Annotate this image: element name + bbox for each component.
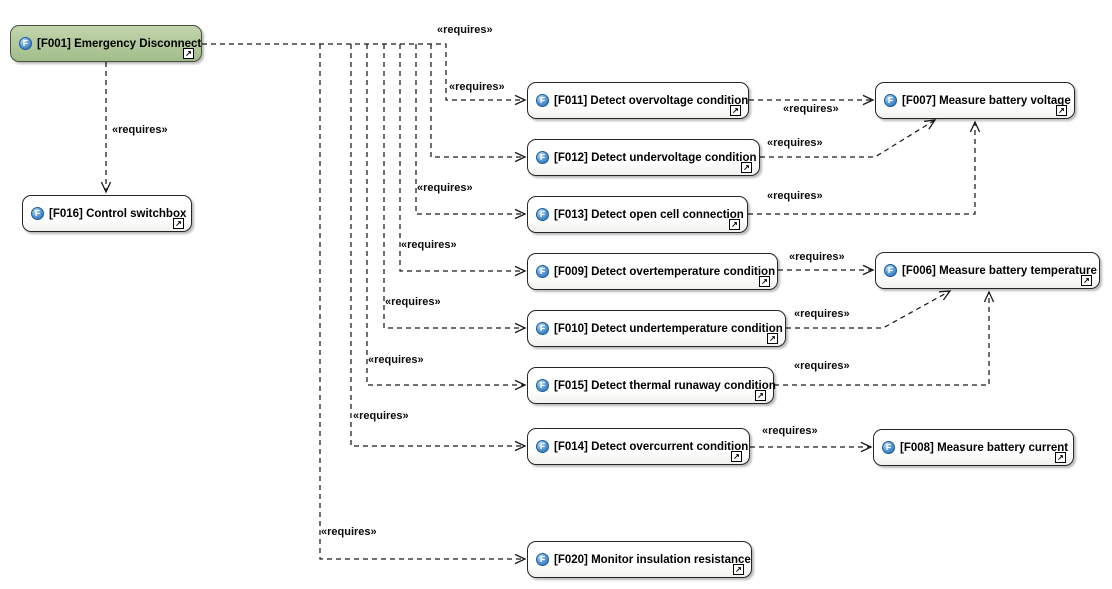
edge-F010-F006[interactable]	[786, 290, 952, 329]
open-diagram-icon[interactable]: ↗	[730, 105, 741, 116]
node-label: [F020] Monitor insulation resistance	[554, 553, 751, 566]
function-icon: F	[536, 264, 549, 278]
node-F007[interactable]: F [F007] Measure battery voltage ↗	[875, 82, 1075, 119]
node-F009[interactable]: F [F009] Detect overtemperature conditio…	[527, 253, 778, 290]
open-diagram-icon[interactable]: ↗	[729, 219, 740, 230]
node-F015[interactable]: F [F015] Detect thermal runaway conditio…	[527, 367, 776, 404]
function-icon: F	[536, 378, 549, 392]
edge-stereotype-label: «requires»	[321, 526, 377, 538]
node-F012[interactable]: F [F012] Detect undervoltage condition ↗	[527, 139, 760, 176]
edge-stereotype-label: «requires»	[353, 410, 409, 422]
function-icon: F	[19, 36, 32, 50]
node-label: [F006] Measure battery temperature	[902, 264, 1097, 277]
node-label: [F016] Control switchbox	[49, 207, 187, 220]
function-icon: F	[882, 440, 895, 454]
open-diagram-icon[interactable]: ↗	[759, 276, 770, 287]
function-icon: F	[31, 206, 44, 220]
node-label: [F007] Measure battery voltage	[902, 94, 1071, 107]
edge-F001-F012[interactable]	[430, 44, 527, 163]
edge-stereotype-label: «requires»	[762, 425, 818, 437]
edge-stereotype-label: «requires»	[767, 190, 823, 202]
node-F011[interactable]: F [F011] Detect overvoltage condition ↗	[527, 82, 749, 119]
open-diagram-icon[interactable]: ↗	[1056, 105, 1067, 116]
function-icon: F	[536, 207, 549, 221]
node-label: [F012] Detect undervoltage condition	[554, 151, 757, 164]
edge-stereotype-label: «requires»	[783, 103, 839, 115]
edge-F001-F014[interactable]	[350, 44, 527, 452]
function-icon: F	[536, 439, 549, 453]
open-diagram-icon[interactable]: ↗	[183, 48, 194, 59]
edge-stereotype-label: «requires»	[401, 239, 457, 251]
node-F016[interactable]: F [F016] Control switchbox ↗	[22, 195, 192, 232]
node-F010[interactable]: F [F010] Detect undertemperature conditi…	[527, 310, 786, 347]
node-label: [F009] Detect overtemperature condition	[554, 265, 776, 278]
open-diagram-icon[interactable]: ↗	[767, 333, 778, 344]
function-icon: F	[884, 263, 897, 277]
edge-stereotype-label: «requires»	[794, 308, 850, 320]
function-icon: F	[536, 321, 549, 335]
edge-stereotype-label: «requires»	[437, 24, 493, 36]
open-diagram-icon[interactable]: ↗	[1081, 275, 1092, 286]
function-icon: F	[536, 552, 549, 566]
edge-stereotype-label: «requires»	[794, 360, 850, 372]
edge-F013-F007[interactable]	[748, 120, 981, 215]
edge-stereotype-label: «requires»	[767, 137, 823, 149]
node-F001[interactable]: F [F001] Emergency Disconnect ↗	[10, 25, 202, 62]
edge-stereotype-label: «requires»	[112, 124, 168, 136]
edge-stereotype-label: «requires»	[449, 81, 505, 93]
node-label: [F008] Measure battery current	[900, 441, 1069, 454]
node-label: [F014] Detect overcurrent condition	[554, 440, 749, 453]
function-icon: F	[536, 150, 549, 164]
edge-F001-F010[interactable]	[383, 44, 527, 334]
node-F013[interactable]: F [F013] Detect open cell connection ↗	[527, 196, 748, 233]
function-icon: F	[884, 93, 897, 107]
node-label: [F011] Detect overvoltage condition	[554, 94, 749, 107]
edge-stereotype-label: «requires»	[417, 182, 473, 194]
node-label: [F010] Detect undertemperature condition	[554, 322, 783, 335]
open-diagram-icon[interactable]: ↗	[755, 390, 766, 401]
open-diagram-icon[interactable]: ↗	[733, 564, 744, 575]
edge-F001-F013[interactable]	[415, 44, 527, 220]
open-diagram-icon[interactable]: ↗	[173, 218, 184, 229]
open-diagram-icon[interactable]: ↗	[741, 162, 752, 173]
node-F006[interactable]: F [F006] Measure battery temperature ↗	[875, 252, 1100, 289]
node-label: [F013] Detect open cell connection	[554, 208, 744, 221]
edge-F001-F009[interactable]	[399, 44, 527, 277]
node-F020[interactable]: F [F020] Monitor insulation resistance ↗	[527, 541, 752, 578]
edge-stereotype-label: «requires»	[385, 296, 441, 308]
edge-F012-F007[interactable]	[760, 119, 937, 158]
edge-F001-F020[interactable]	[319, 44, 527, 565]
edge-stereotype-label: «requires»	[789, 251, 845, 263]
node-label: [F001] Emergency Disconnect	[37, 37, 202, 50]
edge-stereotype-label: «requires»	[368, 354, 424, 366]
function-icon: F	[536, 93, 549, 107]
node-F014[interactable]: F [F014] Detect overcurrent condition ↗	[527, 428, 750, 465]
node-label: [F015] Detect thermal runaway condition	[554, 379, 776, 392]
open-diagram-icon[interactable]: ↗	[731, 451, 742, 462]
node-F008[interactable]: F [F008] Measure battery current ↗	[873, 429, 1074, 466]
open-diagram-icon[interactable]: ↗	[1055, 452, 1066, 463]
edge-F001-F011[interactable]	[202, 43, 527, 106]
